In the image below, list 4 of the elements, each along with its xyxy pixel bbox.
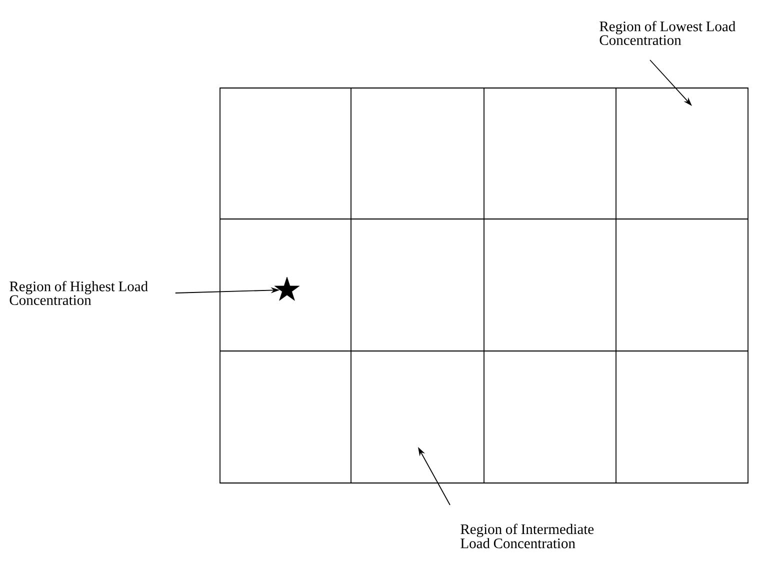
callout-label: Region of Lowest Load Concentration	[600, 20, 736, 46]
star-marker	[274, 276, 300, 301]
callout-label: Region of Highest Load Concentration	[10, 280, 148, 306]
callout-label: Region of Intermediate Load Concentration	[460, 524, 594, 548]
